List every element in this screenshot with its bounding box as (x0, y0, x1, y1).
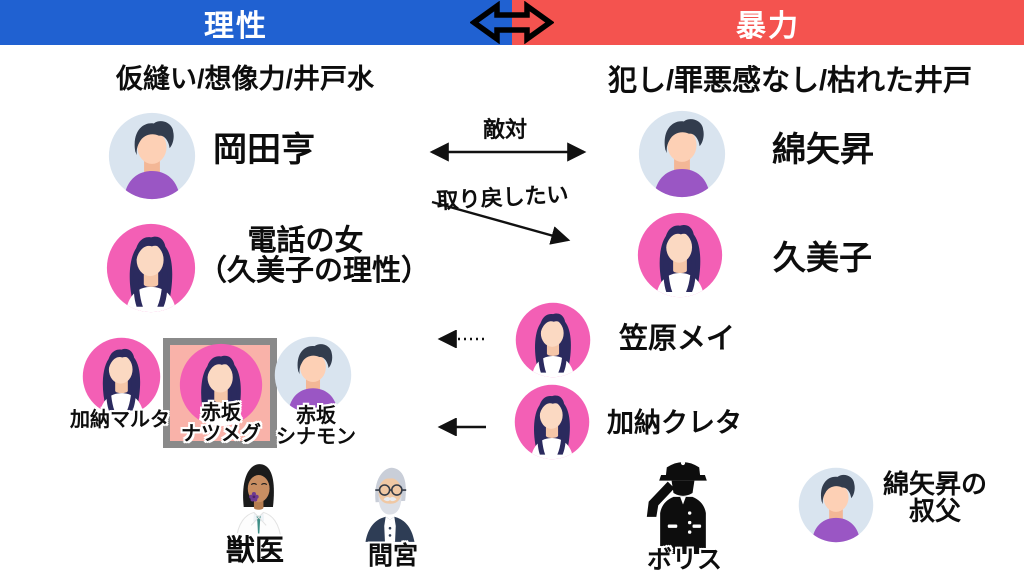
header-reason-label: 理性 (204, 9, 268, 43)
boris-name-label: ボリス (647, 546, 723, 574)
woman-avatar-icon (82, 337, 161, 416)
header-reason: 理性 (0, 0, 512, 45)
woman-avatar-icon (637, 212, 723, 298)
creta-avatar (514, 384, 590, 460)
uncle-name-line2: 叔父 (908, 496, 961, 527)
header-violence-label: 暴力 (736, 9, 800, 43)
kumiko-avatar (637, 212, 723, 298)
mamiya-name-label: 間宮 (368, 542, 419, 570)
man-avatar-icon (108, 112, 196, 200)
header-violence: 暴力 (512, 0, 1024, 45)
nutmeg-name-line2: ナツメグ (181, 423, 261, 445)
cinnamon-name-label: 赤坂 シナモン (266, 406, 366, 448)
saluting-soldier-icon (634, 454, 732, 554)
uncle-name-line1: 綿矢昇の (882, 469, 987, 499)
boris-avatar (634, 454, 732, 554)
cinnamon-avatar (274, 336, 352, 414)
hostility-label: 敵対 (482, 117, 527, 142)
creta-arrow-icon (437, 418, 486, 436)
phone-woman-name-label: 電話の女 （久美子の理性） (198, 225, 431, 288)
vet-avatar (224, 456, 292, 541)
okada-avatar (108, 112, 196, 200)
woman-avatar-icon (106, 223, 196, 313)
man-avatar-icon (638, 110, 726, 198)
kasahara-avatar (515, 302, 591, 378)
vet-man-avatar-icon (224, 456, 292, 541)
nutmeg-name-line1: 赤坂 (201, 402, 241, 424)
hostility-double-arrow-icon (429, 142, 587, 162)
wataya-avatar (638, 110, 726, 198)
left-right-arrow-icon (470, 1, 554, 44)
nutmeg-name-label: 赤坂 ナツメグ (171, 403, 271, 445)
man-avatar-icon (274, 336, 352, 414)
reclaim-arrow-icon (431, 200, 571, 245)
mamiya-avatar (354, 459, 426, 542)
vet-name-label: 獣医 (226, 535, 285, 567)
malta-avatar (82, 337, 161, 416)
kasahara-name-label: 笠原メイ (619, 323, 736, 355)
malta-name-label: 加納マルタ (70, 409, 170, 431)
old-man-avatar-icon (354, 459, 426, 542)
woman-avatar-icon (515, 302, 591, 378)
kumiko-name-label: 久美子 (773, 239, 872, 276)
cinnamon-name-line2: シナモン (276, 426, 356, 448)
phone-woman-avatar (106, 223, 196, 313)
phone-woman-name-line2: （久美子の理性） (198, 255, 431, 288)
kasahara-dotted-arrow-icon (437, 330, 484, 348)
uncle-name-label: 綿矢昇の 叔父 (860, 469, 1010, 527)
cinnamon-name-line1: 赤坂 (296, 405, 336, 427)
phone-woman-name-line1: 電話の女 (247, 225, 364, 257)
subtitle-violence: 犯し/罪悪感なし/枯れた井戸 (607, 65, 973, 97)
wataya-name-label: 綿矢昇 (772, 131, 874, 169)
subtitle-reason: 仮縫い/想像力/井戸水 (115, 64, 374, 94)
okada-name-label: 岡田亨 (213, 131, 315, 169)
creta-name-label: 加納クレタ (607, 408, 742, 438)
woman-avatar-icon (514, 384, 590, 460)
